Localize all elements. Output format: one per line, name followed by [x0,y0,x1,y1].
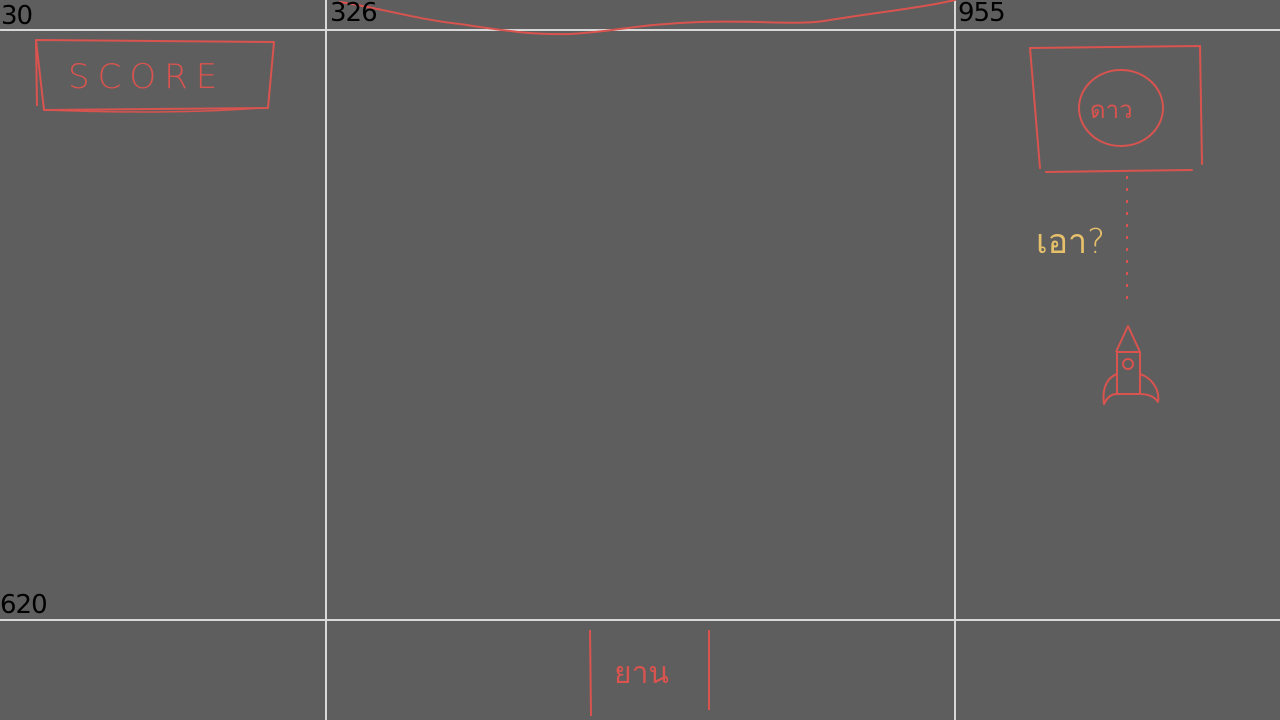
ship-label: ยาน [614,656,669,691]
guide-label-x-left: 326 [330,0,378,28]
star-circle-icon [1078,69,1164,147]
top-boundary-curve [339,0,956,36]
guide-label-y-top: 30 [1,1,33,31]
ship-panel-bracket-left [589,629,592,717]
score-box [35,39,275,111]
rocket-icon [1102,325,1160,405]
star-label: ดาว [1090,96,1133,124]
score-label: SCORE [68,57,226,97]
guide-label-x-right: 955 [958,0,1006,28]
question-label: เอา? [1036,222,1106,262]
star-panel-box [1029,44,1203,173]
score-box-underline [43,107,261,113]
guide-label-y-bottom: 620 [0,590,48,620]
